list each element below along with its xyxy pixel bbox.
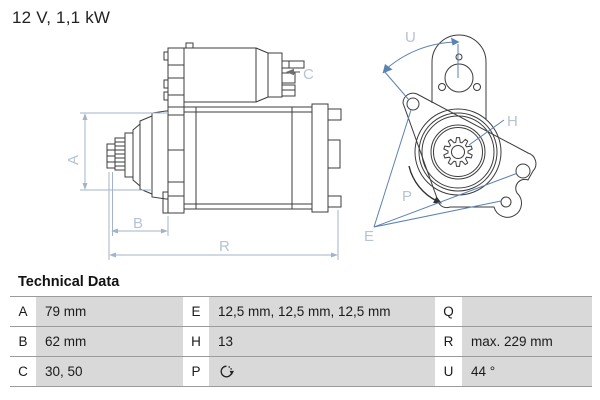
table-key-e: E [183, 297, 209, 326]
center-bore [414, 108, 502, 196]
technical-data-table: A 79 mm E 12,5 mm, 12,5 mm, 12,5 mm Q B … [10, 296, 592, 387]
table-row: C 30, 50 P U 44 ° [10, 356, 592, 386]
teeth-h-label: H [507, 113, 518, 130]
angle-u-label: U [405, 29, 416, 46]
dim-c-label: C [303, 66, 314, 83]
table-row: B 62 mm H 13 R max. 229 mm [10, 326, 592, 356]
flange-hole-top-left [406, 97, 420, 111]
table-key-r: R [435, 327, 462, 356]
table-value-c: 30, 50 [36, 357, 183, 386]
table-value-e: 12,5 mm, 12,5 mm, 12,5 mm [209, 297, 435, 326]
pinion-spline-gear [443, 137, 473, 167]
table-key-c: C [10, 357, 36, 386]
solenoid [183, 42, 305, 103]
table-value-u: 44 ° [462, 357, 592, 386]
rotation-clockwise-icon [220, 365, 234, 378]
table-value-b: 62 mm [36, 327, 183, 356]
mounting-bracket [162, 47, 185, 214]
drive-end-housing [132, 110, 169, 200]
page-title: 12 V, 1,1 kW [12, 8, 111, 27]
table-key-h: H [183, 327, 209, 356]
table-value-h: 13 [209, 327, 435, 356]
table-value-p [209, 357, 435, 386]
table-row: A 79 mm E 12,5 mm, 12,5 mm, 12,5 mm Q [10, 296, 592, 326]
terminal-c-arrow [286, 68, 300, 76]
dim-a-label: A [65, 155, 82, 165]
holes-e-label: E [364, 228, 374, 245]
starter-motor-side-view [106, 42, 342, 214]
flange-hole-bottom [500, 196, 512, 208]
table-key-q: Q [435, 297, 462, 326]
mounting-flange [402, 92, 537, 218]
motor-body [183, 103, 342, 213]
rotation-direction-arrow [408, 165, 442, 204]
table-value-r: max. 229 mm [462, 327, 592, 356]
starter-motor-end-view [402, 34, 537, 218]
flange-hole-right [515, 163, 531, 179]
table-key-p: P [183, 357, 209, 386]
table-value-a: 79 mm [36, 297, 183, 326]
table-key-a: A [10, 297, 36, 326]
dim-r-label: R [219, 238, 230, 255]
table-key-u: U [435, 357, 462, 386]
side-view-dimensions [80, 112, 339, 260]
solenoid-end-plate [431, 34, 487, 119]
pinion-center-hole [451, 145, 465, 159]
rotation-p-label: P [402, 188, 412, 205]
starter-motor-technical-drawing: A B C R [65, 29, 537, 260]
table-value-q [462, 297, 592, 326]
technical-data-section: Technical Data A 79 mm E 12,5 mm, 12,5 m… [0, 270, 600, 387]
dim-b-label: B [133, 215, 143, 232]
end-view-leaders [373, 37, 517, 228]
table-key-b: B [10, 327, 36, 356]
section-heading: Technical Data [18, 274, 120, 290]
pinion-gear [106, 132, 134, 178]
solenoid-terminals [281, 60, 305, 97]
